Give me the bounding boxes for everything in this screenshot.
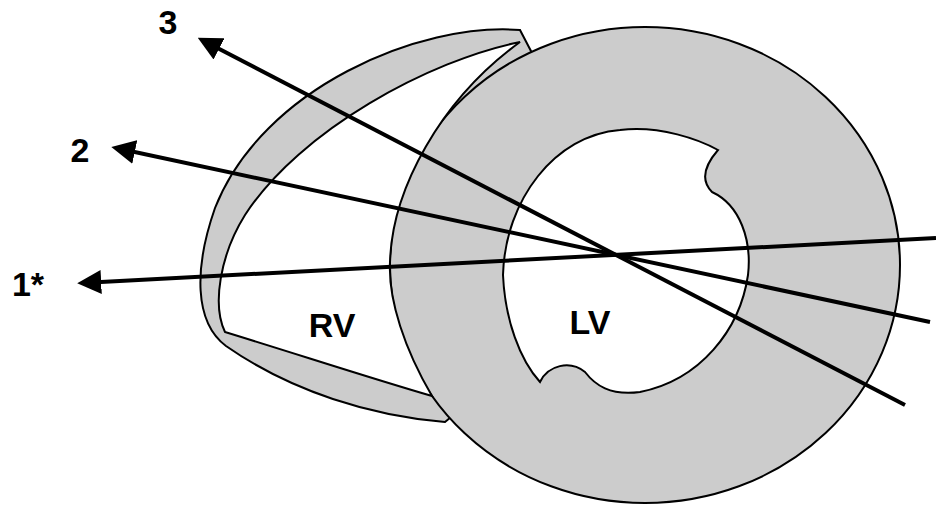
chamber-label: LV — [570, 305, 611, 339]
callout-number: 1* — [12, 267, 44, 301]
beam-line — [116, 148, 930, 322]
lv-wall — [390, 27, 900, 503]
rv-cavity — [219, 42, 520, 396]
callout-number: 3 — [159, 5, 178, 39]
chamber-label: RV — [309, 308, 356, 342]
beam-line — [202, 40, 905, 405]
beam-line — [82, 238, 936, 283]
callout-number: 2 — [71, 133, 90, 167]
